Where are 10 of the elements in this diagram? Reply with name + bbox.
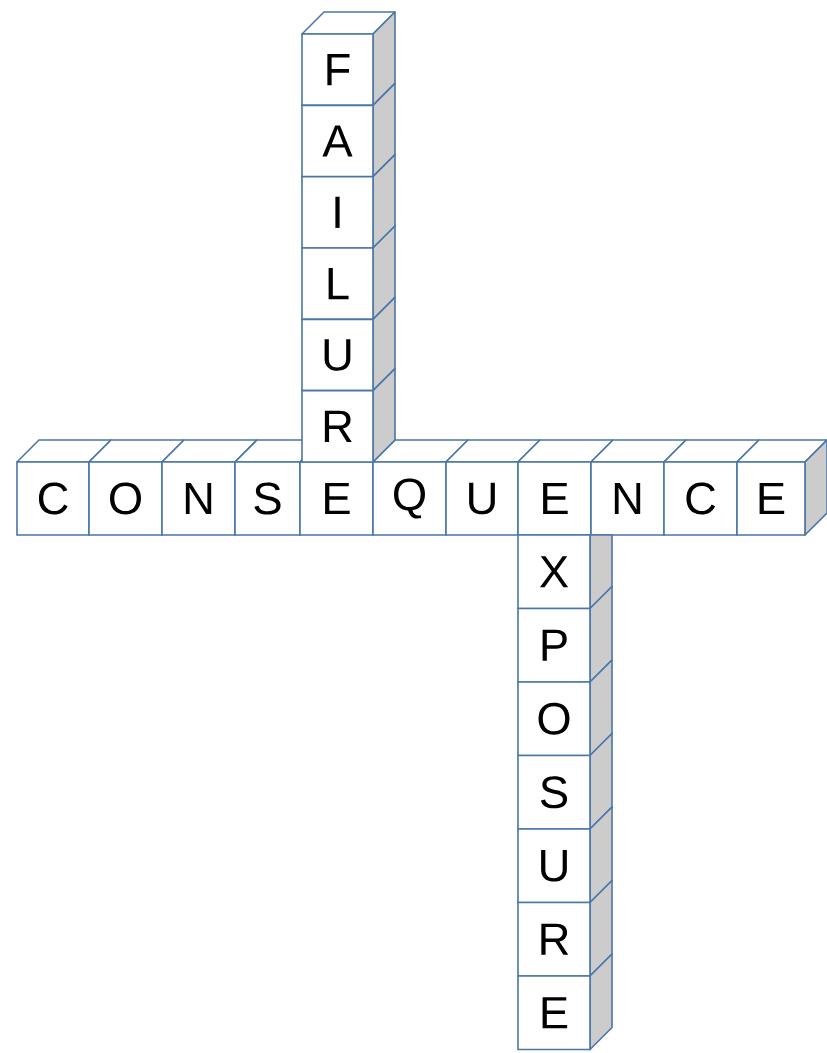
cube: X — [517, 534, 613, 610]
cube: E — [517, 439, 614, 536]
cube: U — [445, 439, 541, 536]
cube: N — [590, 439, 687, 536]
cube: C — [663, 439, 760, 536]
cube: O — [88, 439, 185, 536]
cube: S — [234, 439, 323, 536]
cube: F — [301, 11, 396, 107]
cube: E — [736, 439, 827, 536]
cube: Q — [372, 439, 469, 536]
